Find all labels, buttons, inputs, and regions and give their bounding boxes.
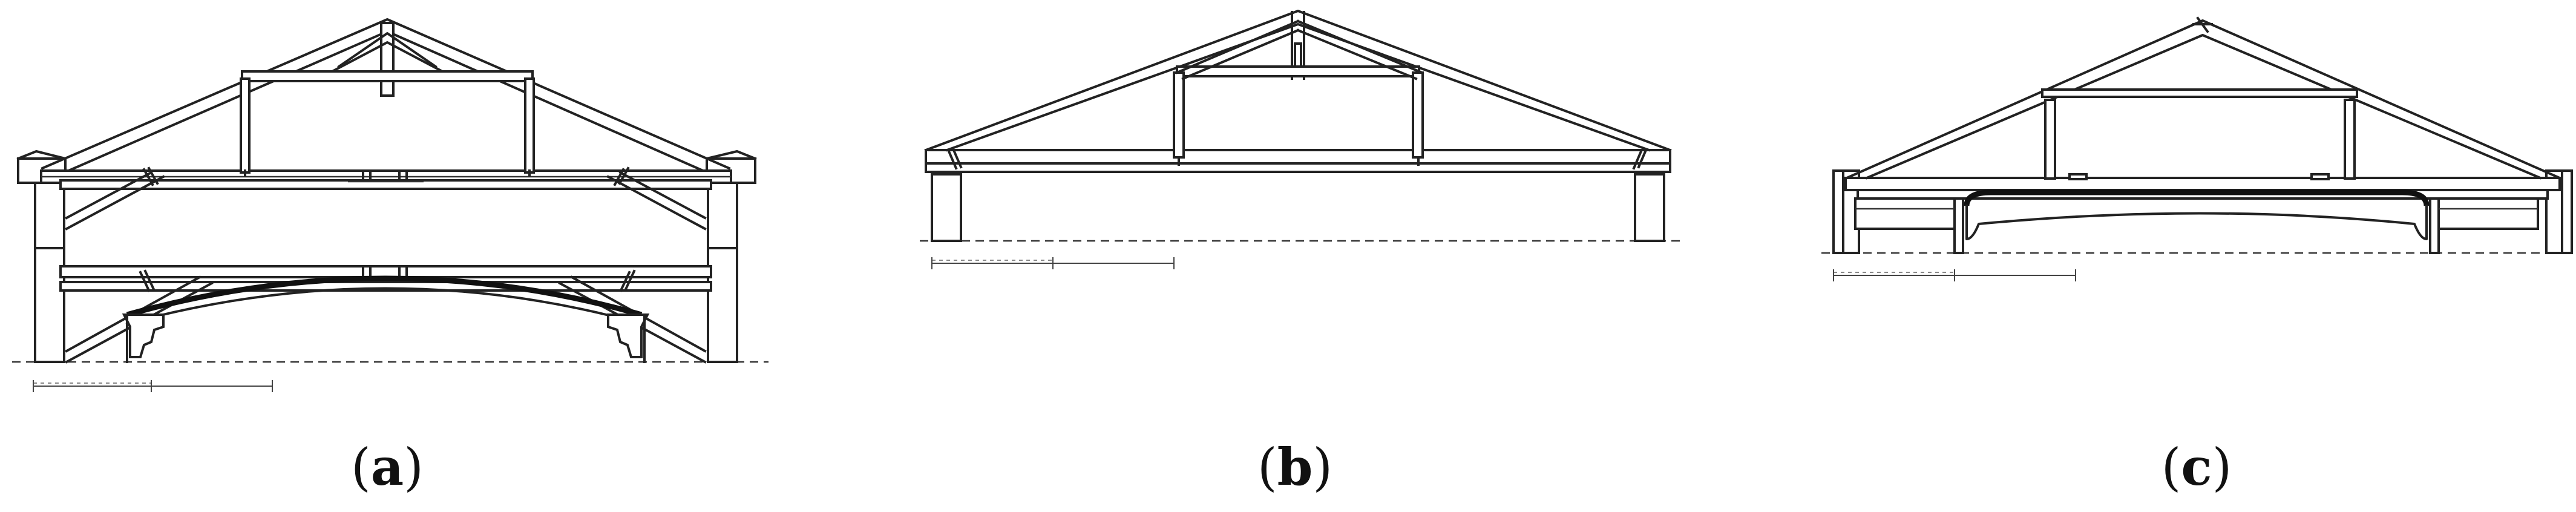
truss-drawing-c bbox=[1821, 16, 2573, 281]
caption-a-letter: a bbox=[370, 437, 404, 497]
caption-a-open: ( bbox=[351, 438, 371, 497]
panel-a: (a) bbox=[0, 0, 847, 512]
caption-c-letter: c bbox=[2181, 437, 2212, 497]
caption-a-close: ) bbox=[404, 438, 424, 497]
truss-drawing-b bbox=[920, 10, 1682, 269]
caption-c-open: ( bbox=[2161, 438, 2181, 497]
truss-drawing-a bbox=[12, 18, 769, 392]
panel-c: (c) bbox=[1706, 0, 2576, 512]
caption-b-letter: b bbox=[1277, 437, 1313, 497]
caption-c-close: ) bbox=[2212, 438, 2232, 497]
caption-b-close: ) bbox=[1313, 438, 1333, 497]
caption-c: (c) bbox=[2106, 442, 2287, 493]
caption-a: (a) bbox=[297, 442, 478, 493]
panel-b: (b) bbox=[847, 0, 1706, 512]
caption-b-open: ( bbox=[1257, 438, 1277, 497]
caption-b: (b) bbox=[1204, 442, 1386, 493]
